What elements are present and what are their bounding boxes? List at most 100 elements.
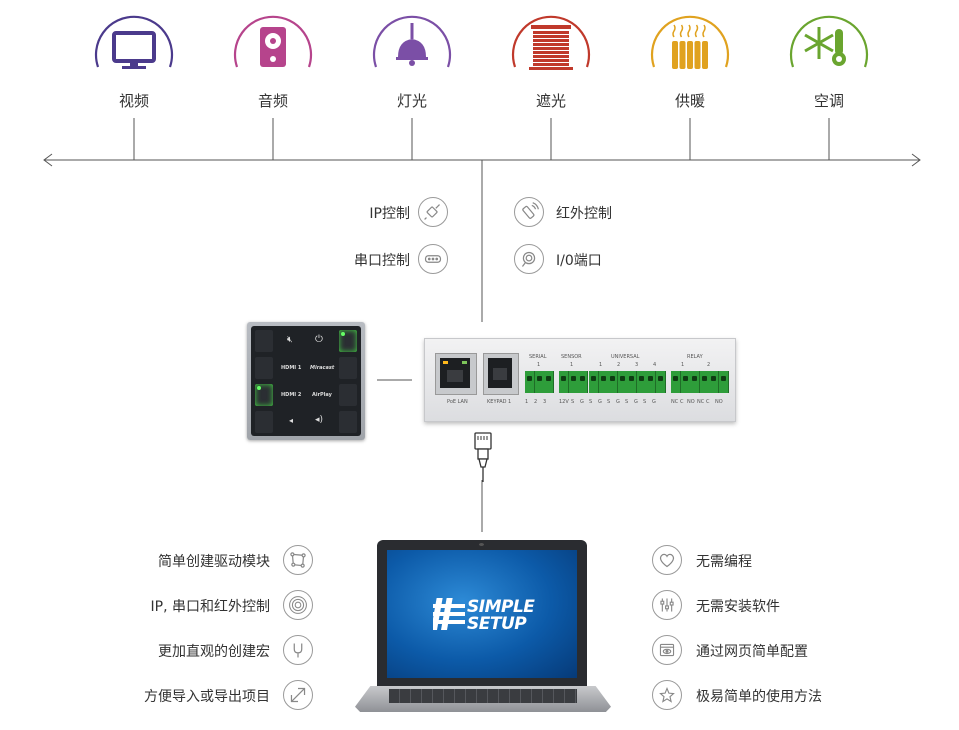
simple-setup-logo-mark	[433, 598, 465, 630]
header-serial: SERIAL	[529, 354, 547, 360]
branch-icon	[283, 635, 313, 665]
terminal-pin[interactable]	[671, 371, 681, 393]
terminal-label: C	[706, 399, 710, 405]
serial-number: 1	[537, 362, 541, 368]
terminal-pin[interactable]	[534, 371, 545, 393]
terminal-pin[interactable]	[598, 371, 609, 393]
relay-number: 2	[707, 362, 711, 368]
controller-device: PoE LAN KEYPAD 1 SERIAL SENSOR UNIVERSAL…	[424, 338, 736, 422]
poe-lan-port[interactable]	[435, 353, 477, 395]
keypad-button-active[interactable]	[255, 384, 273, 406]
category-label: 供暖	[674, 92, 705, 110]
keypad-button[interactable]	[339, 411, 357, 433]
keypad-label: AirPlay	[312, 392, 332, 398]
logo-line-1: SIMPLE	[467, 597, 535, 617]
io-port-icon	[514, 244, 544, 274]
terminal-pin[interactable]	[636, 371, 647, 393]
feature-left-2: IP, 串口和红外控制	[150, 599, 270, 615]
pendant-lamp-icon	[372, 15, 452, 68]
monitor-icon	[94, 15, 174, 69]
terminal-label: NC	[697, 399, 705, 405]
feature-right-4: 极易简单的使用方法	[696, 689, 822, 705]
feature-left-1: 简单创建驱动模块	[158, 554, 270, 570]
universal-number: 3	[635, 362, 639, 368]
terminal-label: 12V	[559, 399, 569, 405]
control-ip-label: IP控制	[369, 206, 410, 222]
header-sensor: SENSOR	[561, 354, 582, 360]
terminal-pin[interactable]	[680, 371, 691, 393]
universal-number: 2	[617, 362, 621, 368]
terminal-pin[interactable]	[655, 371, 666, 393]
control-ir-label: 红外控制	[556, 206, 612, 222]
terminal-pin[interactable]	[699, 371, 710, 393]
terminal-pin[interactable]	[608, 371, 618, 393]
category-label: 空调	[813, 92, 844, 110]
category-shade: 遮光	[501, 8, 601, 118]
keypad-port[interactable]	[483, 353, 519, 395]
volume-down-icon[interactable]: ◂	[289, 416, 294, 425]
laptop-base	[355, 686, 611, 712]
signal-rings-icon	[283, 590, 313, 620]
terminal-pin[interactable]	[525, 371, 535, 393]
terminal-label: G	[598, 399, 602, 405]
terminal-label: NO	[715, 399, 723, 405]
terminal-pin[interactable]	[709, 371, 719, 393]
web-eye-icon	[652, 635, 682, 665]
terminal-pin[interactable]	[544, 371, 554, 393]
terminal-pin[interactable]	[559, 371, 569, 393]
terminal-label: G	[652, 399, 656, 405]
terminal-pin[interactable]	[627, 371, 637, 393]
keypad-button[interactable]	[255, 411, 273, 433]
universal-number: 1	[599, 362, 603, 368]
ir-remote-icon	[514, 197, 544, 227]
snowflake-thermometer-icon	[789, 15, 869, 68]
serial-port-icon	[418, 244, 448, 274]
power-icon[interactable]: ⏻	[315, 334, 323, 345]
logo-line-2: SETUP	[467, 614, 527, 634]
module-icon	[283, 545, 313, 575]
keypad-button[interactable]	[339, 384, 357, 406]
speaker-icon	[233, 15, 313, 68]
laptop-display: SIMPLE SETUP	[387, 550, 577, 678]
terminal-label: S	[607, 399, 611, 405]
keypad-button[interactable]	[339, 357, 357, 379]
terminal-label: C	[680, 399, 684, 405]
laptop-keyboard	[389, 689, 577, 703]
terminal-pin[interactable]	[617, 371, 628, 393]
terminal-pin[interactable]	[578, 371, 588, 393]
terminal-pin[interactable]	[589, 371, 599, 393]
category-video: 视频	[84, 8, 184, 118]
terminal-pin[interactable]	[568, 371, 579, 393]
sensor-number: 1	[570, 362, 574, 368]
keypad-label: HDMI 2	[281, 392, 302, 398]
terminal-pin[interactable]	[646, 371, 656, 393]
mute-icon[interactable]: 🔇︎	[287, 335, 293, 345]
heart-icon	[652, 545, 682, 575]
terminal-label: S	[571, 399, 575, 405]
universal-number: 4	[653, 362, 657, 368]
terminal-label: NO	[687, 399, 695, 405]
terminal-pin[interactable]	[690, 371, 700, 393]
category-ac: 空调	[779, 8, 879, 118]
terminal-block-strip	[525, 371, 729, 393]
ethernet-plug-icon	[418, 197, 448, 227]
blinds-icon	[511, 15, 591, 70]
star-icon	[652, 680, 682, 710]
terminal-label: G	[634, 399, 638, 405]
feature-right-3: 通过网页简单配置	[696, 644, 808, 660]
keypad-button[interactable]	[255, 357, 273, 379]
header-relay: RELAY	[687, 354, 703, 360]
feature-left-3: 更加直观的创建宏	[158, 644, 270, 660]
terminal-pin[interactable]	[718, 371, 729, 393]
keypad-button[interactable]	[255, 330, 273, 352]
terminal-label: 1	[525, 399, 529, 405]
keypad-label: Miracast	[310, 365, 335, 371]
feature-left-4: 方便导入或导出项目	[144, 689, 270, 705]
volume-up-icon[interactable]: ◂)	[315, 415, 324, 425]
keypad-label: HDMI 1	[281, 365, 302, 371]
terminal-label: G	[580, 399, 584, 405]
keypad-button-active[interactable]	[339, 330, 357, 352]
sliders-icon	[652, 590, 682, 620]
